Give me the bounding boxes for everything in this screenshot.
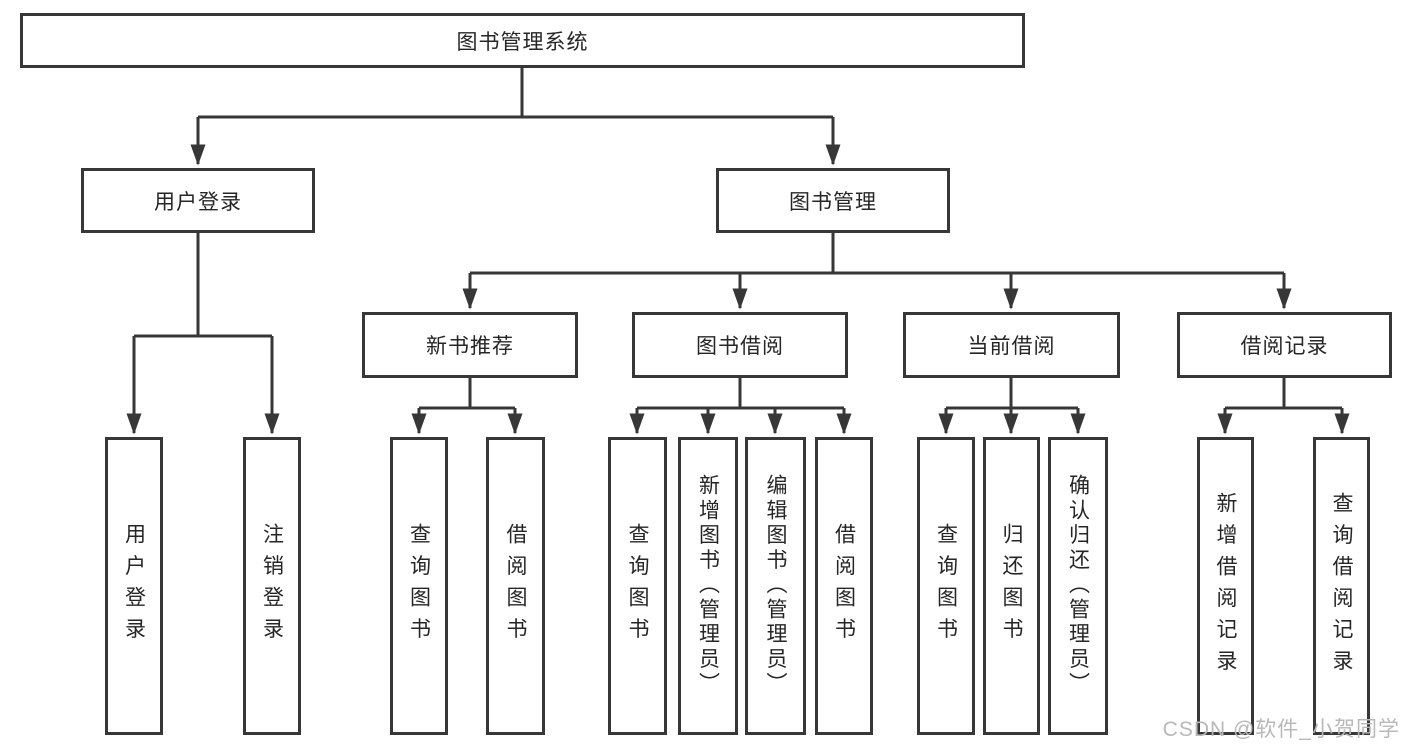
node-label: 借阅图书: [504, 523, 527, 649]
node-label: 查询图书: [407, 523, 431, 649]
node-label: 图书借阅: [696, 335, 784, 358]
leaf-bb-edit-book-admin: 编辑图书（管理员）: [745, 437, 806, 735]
node-label: 确认归还（管理员）: [1066, 474, 1090, 698]
leaf-nb-query-book: 查询图书: [390, 437, 448, 735]
node-label: 用户登录: [122, 523, 146, 649]
node-label: 查询图书: [934, 523, 958, 649]
csdn-watermark: CSDN @软件_小贺同学: [1162, 718, 1400, 741]
node-book-borrowing: 图书借阅: [632, 312, 848, 378]
node-label: 借阅图书: [832, 523, 856, 649]
node-label: 查询借阅记录: [1330, 491, 1353, 681]
node-borrow-records: 借阅记录: [1177, 312, 1392, 378]
node-label: 新增借阅记录: [1214, 491, 1237, 681]
node-current-borrowing: 当前借阅: [903, 312, 1120, 378]
node-label: 新书推荐: [426, 335, 514, 358]
node-label: 用户登录: [154, 190, 242, 214]
node-label: 注销登录: [260, 523, 284, 649]
node-new-book-recommend: 新书推荐: [362, 312, 578, 378]
node-label: 新增图书（管理员）: [696, 474, 720, 698]
leaf-bb-add-book-admin: 新增图书（管理员）: [678, 437, 738, 735]
node-user-login-group: 用户登录: [81, 168, 315, 233]
leaf-bb-query-book: 查询图书: [608, 437, 667, 735]
node-label: 借阅记录: [1240, 335, 1329, 358]
node-label: 编辑图书（管理员）: [764, 474, 787, 698]
node-label: 当前借阅: [967, 335, 1056, 358]
node-label: 查询图书: [626, 523, 649, 649]
leaf-rec-add-record: 新增借阅记录: [1197, 437, 1254, 735]
leaf-cb-confirm-return-admin: 确认归还（管理员）: [1048, 437, 1108, 735]
node-book-management: 图书管理: [716, 168, 950, 233]
node-library-system-root: 图书管理系统: [20, 13, 1025, 68]
node-label: 归还图书: [1000, 523, 1023, 649]
leaf-cb-return-book: 归还图书: [983, 437, 1040, 735]
leaf-bb-borrow-book: 借阅图书: [815, 437, 873, 735]
leaf-nb-borrow-book: 借阅图书: [486, 437, 545, 735]
leaf-rec-query-record: 查询借阅记录: [1313, 437, 1370, 735]
leaf-user-login: 用户登录: [105, 437, 163, 735]
leaf-logout: 注销登录: [243, 437, 301, 735]
leaf-cb-query-book: 查询图书: [917, 437, 975, 735]
node-label: 图书管理: [789, 190, 877, 214]
node-label: 图书管理系统: [456, 30, 589, 54]
